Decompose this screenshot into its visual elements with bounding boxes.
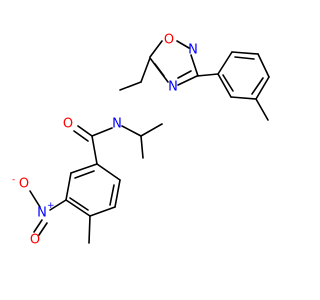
bond-benzene-4	[65, 199, 91, 217]
bond-n-to-carbonyl	[91, 127, 113, 137]
bond-ring-to-tolyl	[196, 73, 219, 77]
chemical-structure-diagram: O N N O N N + O - O	[12, 33, 270, 248]
bond-tolyl-4-double	[251, 77, 264, 95]
bond-tolyl-2	[231, 51, 259, 55]
bond-carbonyl-to-o	[77, 125, 93, 137]
bond-ring-c3-n4-double	[177, 70, 192, 79]
nitro-oxygen-charge: -	[12, 175, 15, 185]
bond-tolyl-3	[257, 53, 270, 78]
bond-tolyl-1	[217, 51, 233, 75]
bond-nitro-to-o-top	[29, 190, 41, 208]
bond-ring-n4-c5-double	[154, 63, 165, 77]
bond-benzene-methyl	[88, 215, 91, 244]
atom-ring-oxygen: O	[164, 33, 174, 48]
bond-nitro-to-o-bottom-double	[38, 222, 48, 236]
atom-nitro-oxygen-bottom: O	[30, 233, 40, 248]
atom-amide-oxygen: O	[63, 117, 73, 132]
bond-tolyl-6-double	[222, 74, 234, 92]
atom-amide-nitrogen: N	[112, 117, 122, 132]
atom-ring-nitrogen-bottom: N	[168, 80, 178, 95]
atom-ring-nitrogen-top: N	[188, 43, 198, 58]
bond-isopropyl-methyl-b	[140, 135, 144, 159]
atom-nitro-oxygen-top: O	[19, 177, 29, 192]
bond-benzene-5	[65, 172, 72, 201]
bond-isopropyl-methyl-a	[140, 123, 163, 137]
bond-benzene-2	[114, 179, 121, 208]
bond-carbonyl-to-benzene	[91, 135, 98, 165]
bond-tolyl-5	[230, 96, 257, 100]
bond-benzene-2-double	[109, 184, 115, 206]
bond-benzene-3	[89, 206, 116, 217]
bond-benzene-6	[70, 163, 98, 174]
bond-benzene-1	[96, 163, 121, 181]
bond-tolyl-4	[255, 76, 270, 100]
nitro-nitrogen-charge: +	[47, 201, 55, 211]
bond-benzene-6-double	[74, 170, 95, 179]
bond-ring-to-ch2	[140, 57, 151, 83]
bond-tolyl-6	[217, 73, 232, 98]
atom-nitro-nitrogen: N	[37, 206, 47, 221]
bond-carbonyl-to-o-double	[73, 130, 89, 142]
bond-tolyl-2-double	[234, 56, 255, 60]
bond-ch2-to-n	[119, 81, 142, 91]
bond-ring-c3-n4	[177, 75, 198, 86]
bond-benzene-to-nitro	[49, 199, 67, 211]
bond-ring-c5-o	[149, 40, 163, 58]
bond-n-to-isopropyl	[121, 125, 142, 137]
bond-tolyl-methyl	[255, 98, 269, 121]
bond-ring-o-n	[176, 40, 190, 49]
bond-ring-n-c3	[190, 54, 199, 77]
bond-benzene-4-double	[69, 197, 89, 211]
bond-nitro-to-o-bottom	[33, 219, 43, 233]
